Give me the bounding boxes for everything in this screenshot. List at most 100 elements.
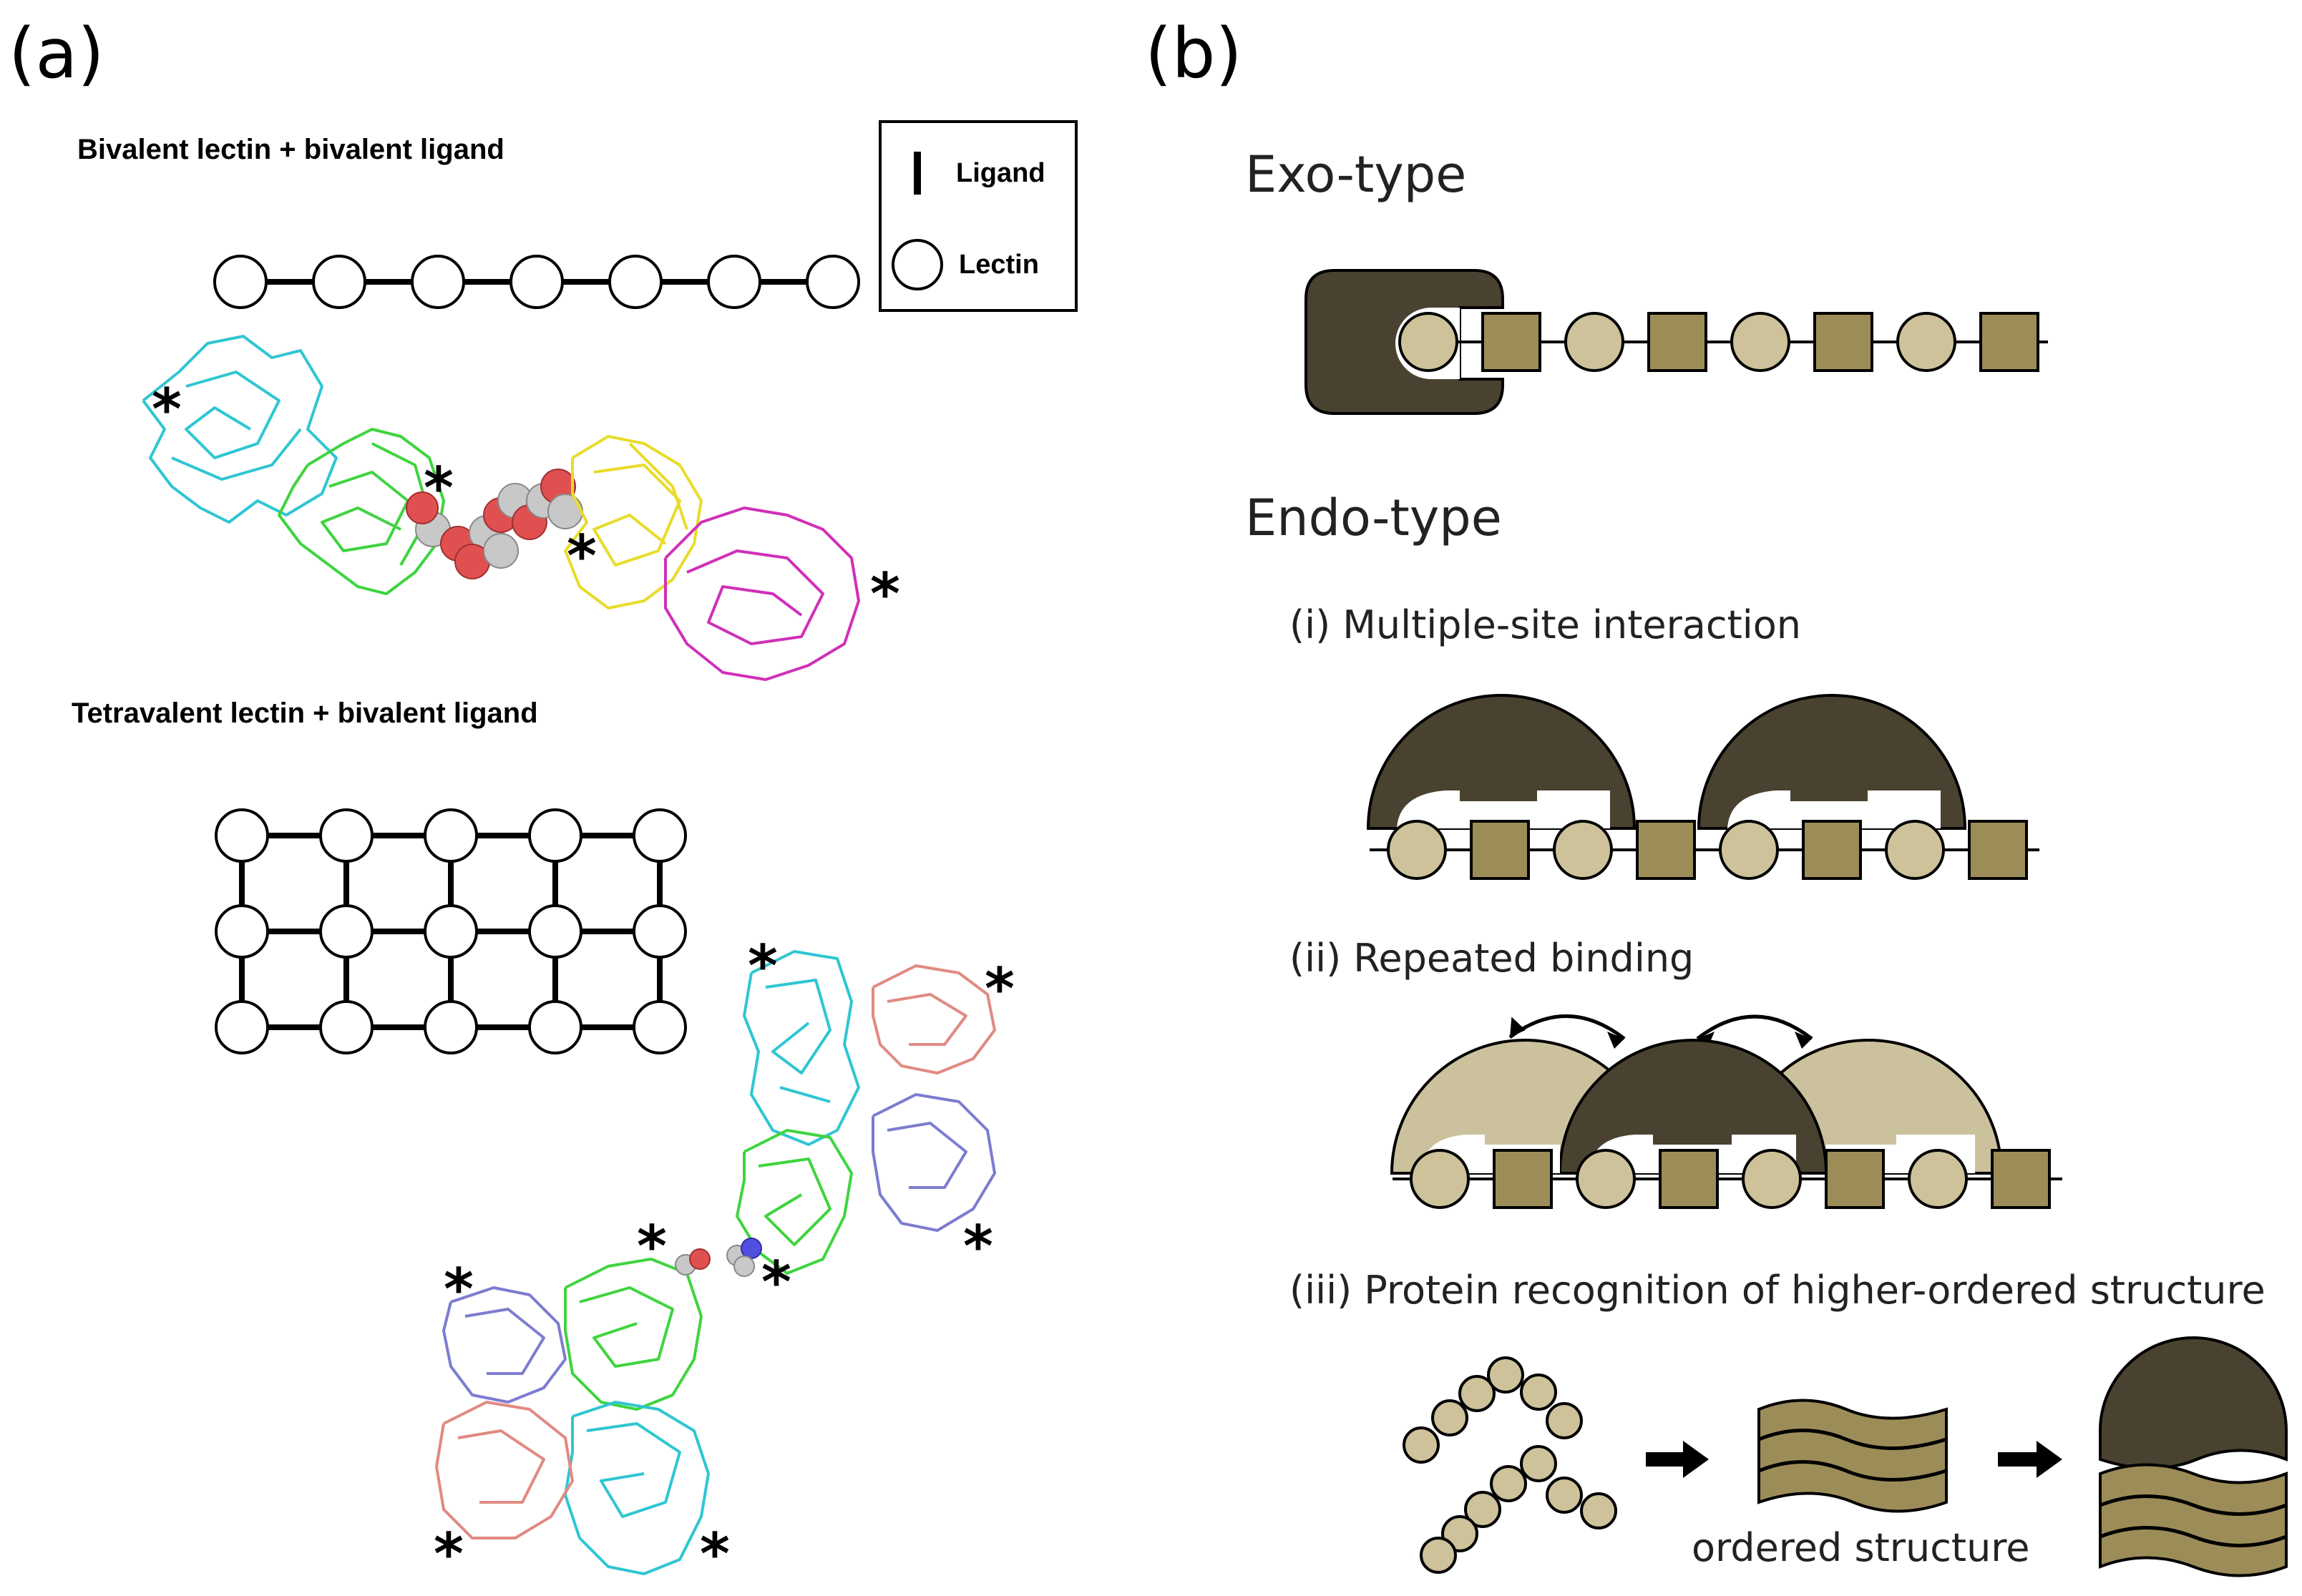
lectin-node (424, 1000, 478, 1054)
asterisk-2: * (424, 455, 454, 522)
random-coil-units (1403, 1356, 1617, 1574)
lectin-node (806, 255, 860, 309)
asterisk-11: * (434, 1521, 464, 1587)
sub-iii-title: (iii) Protein recognition of higher-orde… (1289, 1268, 2266, 1313)
lectin-node (319, 808, 374, 863)
asterisk-7: * (963, 1213, 993, 1280)
square-unit (1636, 820, 1696, 880)
square-unit (1802, 820, 1862, 880)
sub-i-title: (i) Multiple-site interaction (1289, 602, 1801, 647)
ribbon-yellow-1 (564, 435, 703, 609)
tetravalent-structure: * * * * * * * * (434, 933, 1015, 1587)
lectin-node (633, 1000, 687, 1054)
square-unit (1493, 1149, 1553, 1209)
asterisk-4: * (870, 561, 900, 627)
lectin-node (608, 255, 663, 309)
arrow-right-2 (1998, 1441, 2062, 1478)
lectin-node (215, 904, 269, 959)
circle-unit (1719, 820, 1779, 880)
ribbon-slate-2 (872, 1093, 996, 1232)
lectin-node (633, 904, 687, 959)
ribbon-cyan-1 (142, 335, 338, 524)
lectin-node (213, 255, 268, 309)
ribbon-salmon-2 (872, 964, 996, 1074)
arrowhead-1a (1510, 1017, 1526, 1037)
square-unit (1481, 312, 1541, 372)
ribbon-salmon-3 (435, 1401, 574, 1539)
lectin-node (215, 808, 269, 863)
repeated-binding-chain (1393, 1149, 2062, 1209)
arrow-curve-2 (1696, 1014, 1813, 1040)
endo-protein-dark-4 (2099, 1336, 2288, 1470)
asterisk-6: * (985, 956, 1015, 1022)
circle-unit (1730, 312, 1790, 372)
lectin-node (319, 904, 374, 959)
square-unit (1825, 1149, 1885, 1209)
square-unit (1968, 820, 2028, 880)
circle-unit (1387, 820, 1447, 880)
arrow-right-1 (1646, 1441, 1709, 1478)
asterisk-3: * (567, 523, 597, 589)
arrowhead-2b (1795, 1032, 1812, 1049)
asterisk-9: * (637, 1213, 667, 1280)
bivalent-title: Bivalent lectin + bivalent ligand (77, 134, 504, 165)
tetravalent-title: Tetravalent lectin + bivalent ligand (72, 697, 538, 729)
square-unit (1813, 312, 1873, 372)
lectin-node (528, 904, 582, 959)
lectin-node (424, 808, 478, 863)
asterisk-8: * (761, 1249, 791, 1316)
endo-type-title: Endo-type (1245, 489, 1502, 547)
circle-unit (1564, 312, 1624, 372)
legend-box: Ligand Lectin (879, 120, 1078, 312)
ordered-structure-bound (2099, 1463, 2288, 1577)
square-unit (1991, 1149, 2051, 1209)
ribbon-green-1 (278, 428, 445, 595)
ligand-spheres-2 (675, 1238, 762, 1277)
bivalent-structure: * * * * (142, 335, 900, 681)
pocket-2 (1727, 790, 1941, 828)
pocket-1 (1397, 790, 1610, 828)
ordered-structure-icon (1757, 1399, 1948, 1513)
tetravalent-lectin-grid (215, 808, 687, 1054)
lectin-node (319, 1000, 374, 1054)
square-unit (1470, 820, 1530, 880)
ribbon-green-3 (564, 1258, 703, 1411)
lectin-node (312, 255, 366, 309)
circle-unit (1885, 820, 1945, 880)
sub-ii-title: (ii) Repeated binding (1289, 936, 1694, 981)
bivalent-lectin-chain (213, 255, 860, 309)
recognition-complex (2099, 1336, 2288, 1577)
circle-unit (1398, 312, 1458, 372)
ribbon-cyan-2 (743, 950, 860, 1146)
lectin-node (528, 1000, 582, 1054)
lectin-node (633, 808, 687, 863)
legend-lectin-label: Lectin (959, 250, 1039, 280)
lectin-node (707, 255, 761, 309)
asterisk-5: * (748, 933, 778, 999)
square-unit (1659, 1149, 1719, 1209)
ligand-spheres (406, 469, 583, 579)
exo-type-title: Exo-type (1245, 145, 1466, 204)
circle-unit (1742, 1149, 1802, 1209)
lectin-node (509, 255, 564, 309)
repeated-binding-diagram (1390, 1014, 2062, 1209)
exo-type-diagram (1304, 269, 2048, 415)
ribbon-slate-3 (442, 1286, 567, 1404)
arrowhead-1b (1607, 1032, 1624, 1049)
lectin-node (424, 904, 478, 959)
lectin-node (215, 1000, 269, 1054)
lectin-node (411, 255, 465, 309)
square-unit (1979, 312, 2039, 372)
multiple-site-chain (1370, 820, 2039, 880)
asterisk-10: * (444, 1256, 474, 1323)
exo-chain (1398, 312, 2048, 372)
higher-order-diagram: ordered structure (1403, 1336, 2288, 1577)
circle-unit (1410, 1149, 1470, 1209)
panel-a-label: (a) (9, 14, 104, 94)
multiple-site-diagram (1366, 694, 2039, 880)
square-unit (1647, 312, 1707, 372)
circle-unit (1908, 1149, 1968, 1209)
arrow-curve-1 (1508, 1014, 1626, 1040)
panel-b-label: (b) (1145, 14, 1242, 94)
